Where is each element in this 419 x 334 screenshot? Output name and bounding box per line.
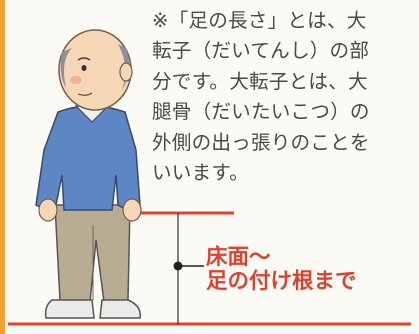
sweater <box>35 105 141 211</box>
measurement-label: 床面～ 足の付け根まで <box>206 246 357 294</box>
left-hand <box>38 198 58 222</box>
measurement-label-line-2: 足の付け根まで <box>206 269 357 294</box>
panel-border <box>0 0 5 334</box>
note-line-4: 腿骨（だいたいこつ）の <box>152 100 370 124</box>
left-shoe <box>44 299 95 319</box>
note-line-3: 分です。大転子とは、大 <box>152 69 368 93</box>
explanatory-note: ※「足の長さ」とは、大 転子（だいてんし）の部 分です。大転子とは、大 腿骨（だ… <box>152 6 414 188</box>
right-hand <box>122 198 142 222</box>
note-line-6: いいます。 <box>152 161 250 185</box>
measurement-label-line-1: 床面～ <box>206 245 271 270</box>
note-line-2: 転子（だいてんし）の部 <box>152 39 370 63</box>
right-shoe <box>99 299 141 319</box>
note-line-5: 外側の出っ張りのことを <box>152 130 370 154</box>
note-line-1: ※「足の長さ」とは、大 <box>152 9 367 32</box>
